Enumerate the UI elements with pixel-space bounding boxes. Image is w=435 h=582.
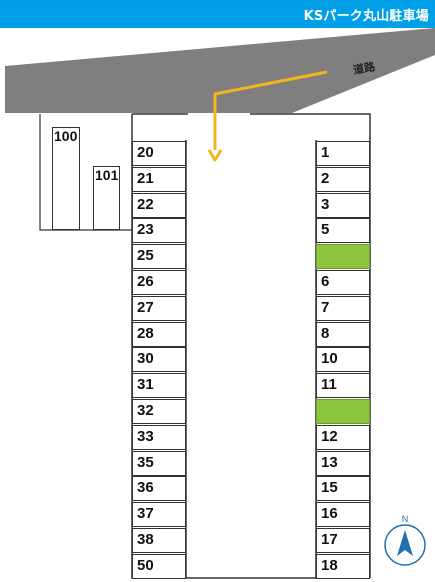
parking-slot: 2 <box>316 166 370 192</box>
parking-slot: 20 <box>132 141 186 166</box>
building-100-label: 100 <box>54 128 78 144</box>
parking-lot-title: KSパーク丸山駐車場 <box>303 9 429 24</box>
building-101-label: 101 <box>95 167 119 183</box>
road <box>5 28 435 113</box>
parking-slot: 28 <box>132 321 186 347</box>
parking-slot: 30 <box>132 347 186 373</box>
building-annex-outline <box>39 114 132 231</box>
parking-slot: 3 <box>316 192 370 218</box>
parking-slot: 12 <box>316 424 370 450</box>
parking-slot: 13 <box>316 450 370 476</box>
parking-slot: 38 <box>132 528 186 553</box>
parking-slot: 6 <box>316 270 370 295</box>
entrance-arrow-head <box>207 149 223 162</box>
parking-slot: 16 <box>316 502 370 528</box>
parking-slot: 27 <box>132 295 186 321</box>
parking-slot: 18 <box>316 553 370 579</box>
parking-slot: 33 <box>132 424 186 450</box>
parking-slot: 23 <box>132 218 186 244</box>
parking-slot: 5 <box>316 218 370 244</box>
parking-slot: 26 <box>132 270 186 295</box>
parking-slot: 35 <box>132 450 186 476</box>
reserved-area <box>316 399 370 424</box>
parking-slot: 15 <box>316 476 370 502</box>
building-100: 100 <box>52 127 80 230</box>
parking-slot: 32 <box>132 399 186 424</box>
parking-slot: 17 <box>316 528 370 553</box>
compass-needle <box>397 530 413 556</box>
compass-icon: N <box>383 513 427 577</box>
parking-slot: 36 <box>132 476 186 502</box>
parking-slot: 10 <box>316 347 370 373</box>
parking-slot: 21 <box>132 166 186 192</box>
parking-slot: 7 <box>316 295 370 321</box>
reserved-area <box>316 244 370 270</box>
parking-slot: 25 <box>132 244 186 270</box>
entrance-arrow-path <box>213 70 328 150</box>
compass-north-label: N <box>402 514 409 524</box>
header-bar: KSパーク丸山駐車場 <box>0 0 435 28</box>
building-101: 101 <box>93 166 120 230</box>
parking-slot: 37 <box>132 502 186 528</box>
parking-slot: 8 <box>316 321 370 347</box>
parking-slot: 11 <box>316 373 370 399</box>
parking-slot: 22 <box>132 192 186 218</box>
parking-slot: 31 <box>132 373 186 399</box>
parking-slot: 50 <box>132 553 186 579</box>
parking-slot: 1 <box>316 141 370 166</box>
